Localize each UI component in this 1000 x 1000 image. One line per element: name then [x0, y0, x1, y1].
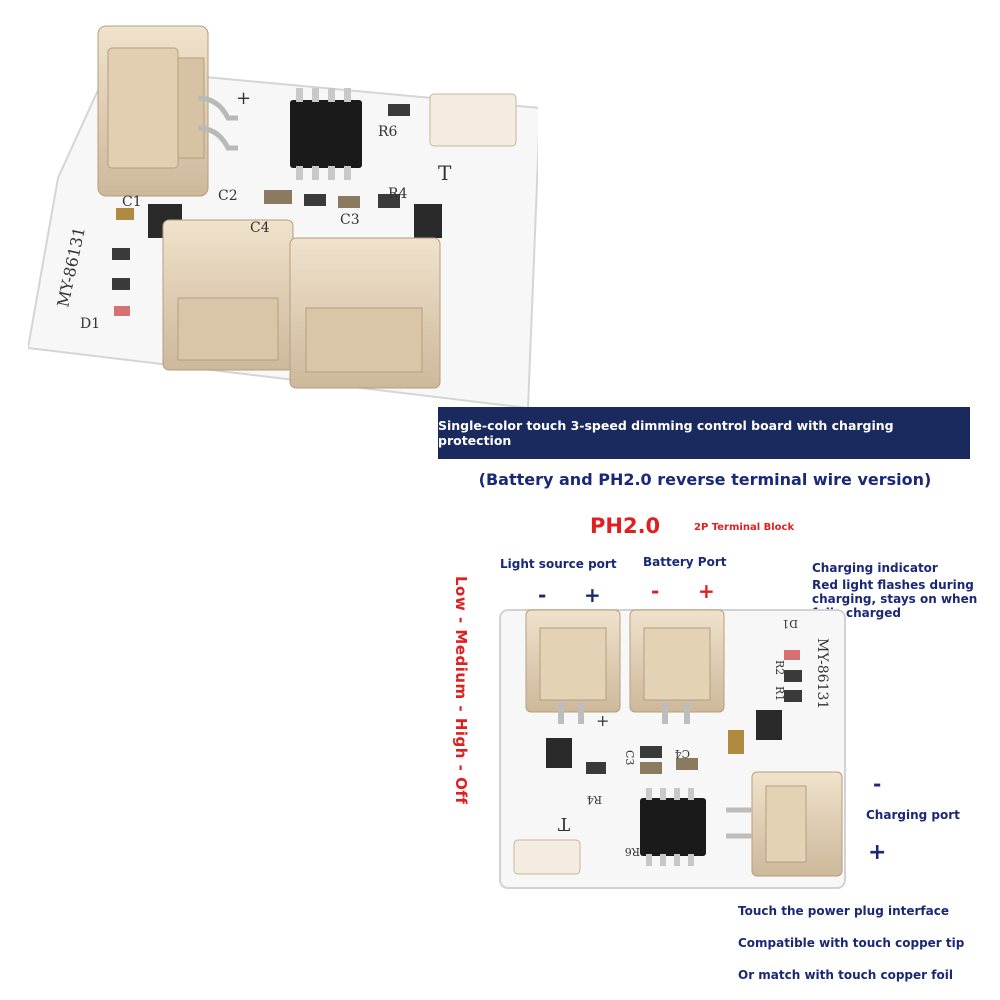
note-touch-power: Touch the power plug interface [738, 904, 949, 918]
ph-title: PH2.0 [590, 514, 661, 538]
light-plus-sign: + [584, 583, 601, 607]
battery-minus-sign: - [651, 579, 660, 603]
battery-plus-sign: + [698, 579, 715, 603]
pcb-label-t: T [438, 161, 452, 185]
pcb-label-c4: C4 [250, 220, 270, 236]
charging-port-label: Charging port [866, 808, 960, 822]
pcb2-label-plus: + [596, 711, 609, 730]
light-source-port-label: Light source port [500, 557, 617, 571]
note-copper-tip: Compatible with touch copper tip [738, 936, 965, 950]
pcb-label-r4: R4 [388, 186, 408, 202]
title-banner: Single-color touch 3-speed dimming contr… [438, 407, 970, 459]
pcb-photo-bottom: MY-86131 D1 R2 R1 C3 C4 R4 R6 T + [499, 609, 846, 889]
pcb2-label-r4: R4 [587, 793, 602, 806]
charging-port-plus: + [868, 840, 887, 865]
pcb-label-c2: C2 [218, 188, 238, 204]
banner-title: Single-color touch 3-speed dimming contr… [438, 418, 894, 448]
pcb-label-d1: D1 [80, 316, 100, 332]
subtitle: (Battery and PH2.0 reverse terminal wire… [478, 470, 932, 489]
pcb-photo-top: R6 R4 C1 C2 C4 C3 D1 T + MY-86131 [28, 25, 538, 408]
pcb2-label-t: T [558, 813, 570, 834]
pcb2-label-c4: C4 [675, 747, 690, 760]
charging-indicator-title: Charging indicator [812, 561, 938, 575]
pcb2-label-r2: R2 [773, 660, 786, 675]
note-copper-foil: Or match with touch copper foil [738, 968, 953, 982]
pcb2-label-c3: C3 [623, 750, 636, 765]
light-minus-sign: - [538, 583, 547, 607]
pcb2-label-r6: R6 [625, 845, 640, 858]
charging-port-minus: - [873, 772, 882, 796]
battery-port-label: Battery Port [643, 555, 727, 569]
pcb2-label-r1: R1 [773, 686, 786, 701]
pcb-label-plus: + [236, 88, 251, 109]
ph-subtitle: 2P Terminal Block [694, 522, 795, 533]
pcb-label-c3: C3 [340, 212, 360, 228]
pcb-label-c1: C1 [122, 194, 142, 210]
pcb2-label-d1: D1 [782, 617, 798, 630]
mode-sequence-label: Low - Medium - High - Off [452, 576, 470, 805]
pcb2-label-model: MY-86131 [814, 638, 830, 709]
pcb-label-r6: R6 [378, 124, 398, 140]
